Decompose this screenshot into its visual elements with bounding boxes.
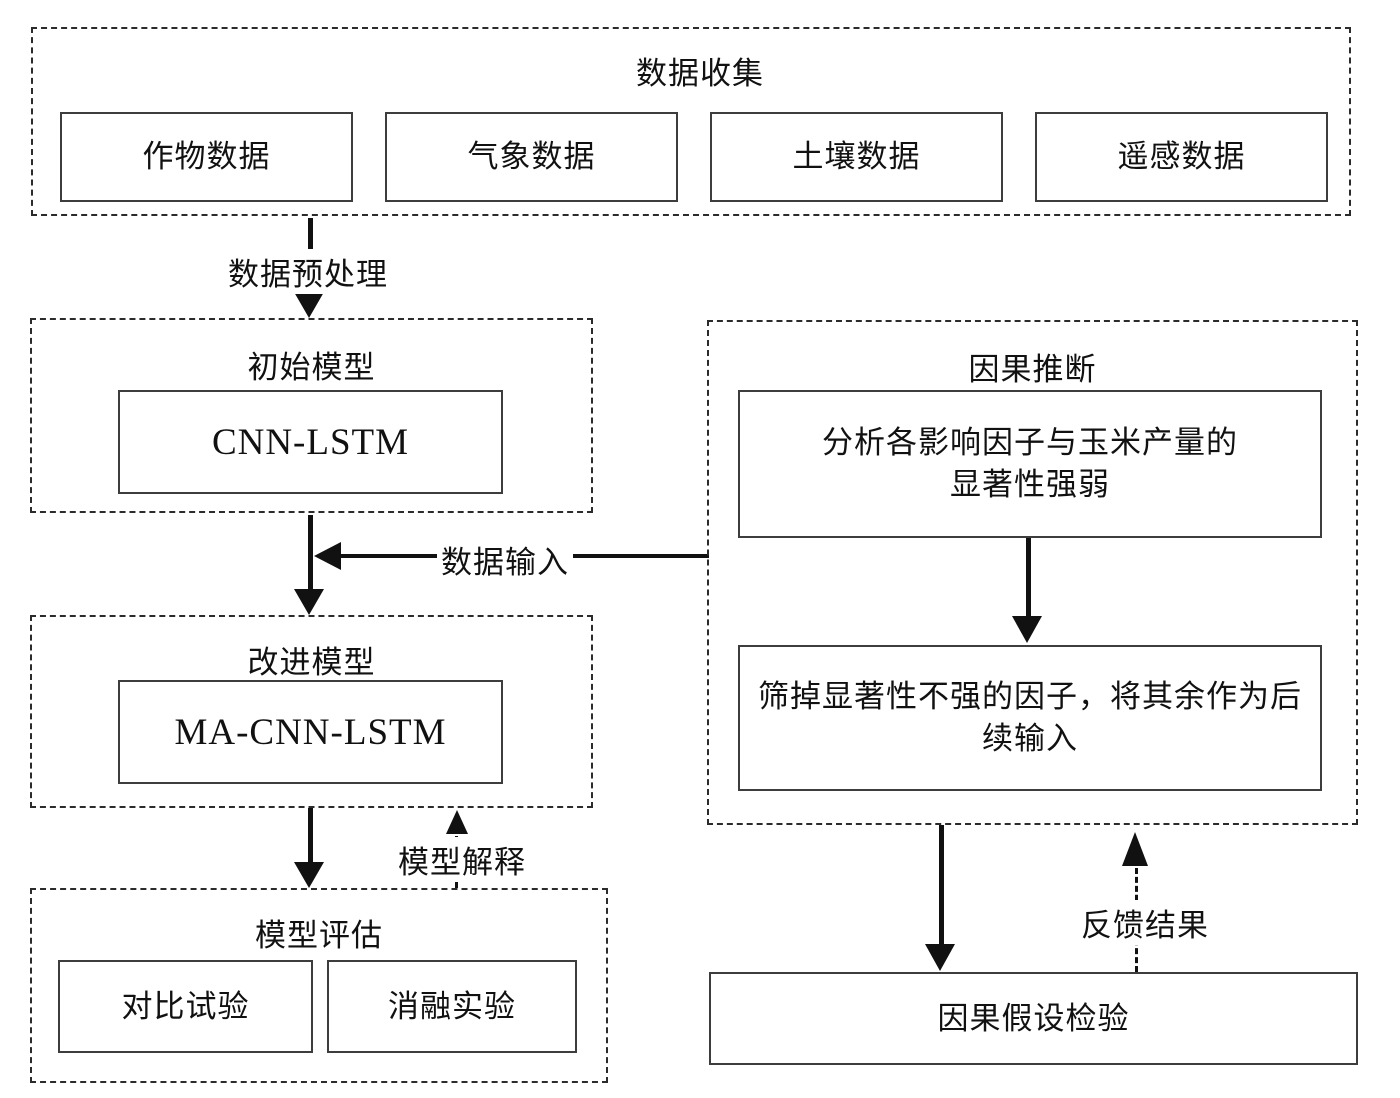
preprocess-arrowhead-icon	[294, 292, 324, 318]
improved-model-title: 改进模型	[247, 645, 376, 680]
data-input-label: 数据输入	[437, 537, 573, 582]
evaluation-title: 模型评估	[255, 918, 383, 953]
model-explain-arrowhead-icon	[446, 810, 468, 834]
remote-sensing-data-label: 遥感数据	[1117, 139, 1246, 175]
comparison-experiment-box: 对比试验	[58, 960, 313, 1053]
ablation-experiment-label: 消融实验	[388, 988, 516, 1024]
initial-to-improved-arrowhead-icon	[294, 589, 324, 615]
feedback-arrowhead-icon	[1122, 832, 1148, 866]
improved-to-eval-arrowhead-icon	[294, 862, 324, 888]
filter-factors-box: 筛掉显著性不强的因子，将其余作为后 续输入	[738, 645, 1322, 791]
causal-inference-group-box	[707, 320, 1358, 825]
data-collection-group-box	[31, 27, 1351, 216]
initial-model-title: 初始模型	[247, 350, 376, 385]
data-input-arrowhead-icon	[314, 542, 341, 570]
ma-cnn-lstm-label: MA-CNN-LSTM	[174, 711, 447, 753]
initial-model-group-box	[30, 318, 593, 513]
crop-data-box: 作物数据	[60, 112, 353, 202]
hypothesis-test-box: 因果假设检验	[709, 972, 1358, 1065]
analyze-factors-box: 分析各影响因子与玉米产量的 显著性强弱	[738, 390, 1322, 538]
improved-model-group-box	[30, 615, 593, 808]
ablation-experiment-box: 消融实验	[327, 960, 577, 1053]
crop-data-label: 作物数据	[142, 139, 271, 175]
ma-cnn-lstm-box: MA-CNN-LSTM	[118, 680, 503, 784]
analyze-to-filter-arrowhead-icon	[1012, 616, 1042, 643]
weather-data-label: 气象数据	[467, 139, 596, 175]
causal-inference-title: 因果推断	[968, 352, 1097, 387]
evaluation-group-box	[30, 888, 608, 1083]
filter-factors-line2: 续输入	[982, 721, 1078, 756]
preprocess-label: 数据预处理	[224, 249, 392, 294]
hypothesis-test-label: 因果假设检验	[937, 1000, 1130, 1036]
initial-to-improved-arrow-line	[308, 515, 313, 591]
cnn-lstm-box: CNN-LSTM	[118, 390, 503, 494]
weather-data-box: 气象数据	[385, 112, 678, 202]
comparison-experiment-label: 对比试验	[121, 988, 250, 1024]
cnn-lstm-label: CNN-LSTM	[211, 421, 410, 463]
causal-to-test-arrowhead-icon	[925, 944, 955, 971]
data-collection-title: 数据收集	[636, 56, 764, 91]
analyze-factors-line2: 显著性强弱	[950, 467, 1110, 502]
filter-factors-line1: 筛掉显著性不强的因子，将其余作为后	[758, 679, 1302, 715]
improved-to-eval-arrow-line	[308, 808, 313, 864]
causal-to-test-arrow-line	[939, 825, 944, 947]
model-explain-label: 模型解释	[394, 837, 530, 882]
soil-data-label: 土壤数据	[792, 139, 921, 175]
analyze-factors-line1: 分析各影响因子与玉米产量的	[822, 425, 1238, 461]
soil-data-box: 土壤数据	[710, 112, 1003, 202]
remote-sensing-data-box: 遥感数据	[1035, 112, 1328, 202]
feedback-label: 反馈结果	[1077, 900, 1213, 945]
analyze-to-filter-arrow-line	[1026, 538, 1031, 618]
